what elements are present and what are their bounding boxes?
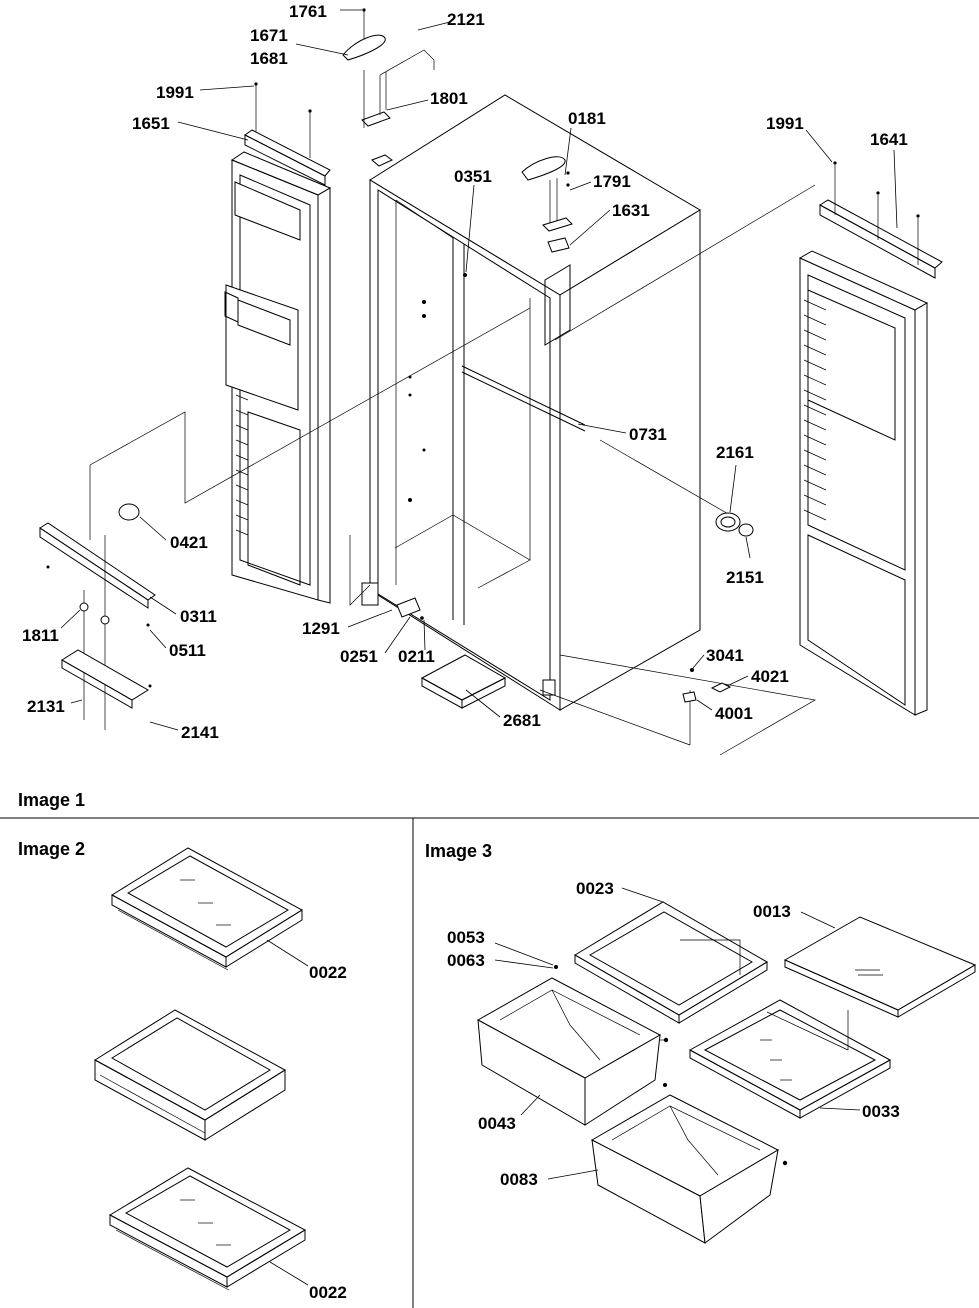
image1-leaders [60,9,898,731]
label-1761: 1761 [289,2,327,21]
label-0731: 0731 [629,425,667,444]
crisper-cover [574,901,768,1024]
label-0022-bottom: 0022 [309,1283,347,1302]
label-0053: 0053 [447,928,485,947]
image1-drawing: 1761 2121 1671 1681 1991 1801 1651 0181 … [22,2,943,756]
label-2131: 2131 [27,697,65,716]
label-0351: 0351 [454,167,492,186]
panel-frame [0,817,979,1308]
label-1801: 1801 [430,89,468,108]
image3-leaders [494,887,861,1180]
label-0033: 0033 [862,1102,900,1121]
label-0063: 0063 [447,951,485,970]
image2-leaders [266,939,309,1286]
small-parts [39,503,754,730]
label-1681: 1681 [250,49,288,68]
label-0511: 0511 [169,641,206,660]
fresh-food-door [798,161,943,716]
image3-drawing: 0023 0013 0053 0063 0043 0033 0083 [447,879,977,1244]
label-1641: 1641 [870,130,908,149]
shelf-middle [94,1009,286,1141]
freezer-door [224,82,332,604]
label-1631: 1631 [612,201,650,220]
label-0023: 0023 [576,879,614,898]
glass-shelf [783,916,977,1018]
label-0211: 0211 [398,647,435,666]
label-1671: 1671 [250,26,288,45]
label-1811: 1811 [22,626,59,645]
label-0251: 0251 [340,647,378,666]
label-2141: 2141 [181,723,219,742]
label-1991-right: 1991 [766,114,804,133]
label-2161: 2161 [716,443,754,462]
assembly-lines [89,184,817,756]
section-image1: Image 1 [18,790,85,810]
label-0043: 0043 [478,1114,516,1133]
label-2681: 2681 [503,711,541,730]
shelf-top [111,847,303,971]
label-0181: 0181 [568,109,606,128]
shelf-bottom [108,1167,307,1291]
section-image2: Image 2 [18,839,85,859]
crisper-drawer-right [590,1094,780,1244]
label-3041: 3041 [706,646,744,665]
label-1991-left: 1991 [156,83,194,102]
label-4001: 4001 [715,704,753,723]
section-image3: Image 3 [425,841,492,861]
label-0022-top: 0022 [309,963,347,982]
label-2151: 2151 [726,568,764,587]
label-4021: 4021 [751,667,789,686]
label-0421: 0421 [170,533,208,552]
label-2121: 2121 [447,10,485,29]
crisper-cover-right [688,999,892,1119]
label-0013: 0013 [753,902,791,921]
label-0311: 0311 [180,607,217,626]
crisper-drawer-left [476,977,662,1126]
label-0083: 0083 [500,1170,538,1189]
label-1651: 1651 [132,114,170,133]
cabinet [342,8,701,711]
image2-drawing: 0022 0022 [94,847,347,1302]
label-1291: 1291 [302,619,340,638]
label-1791: 1791 [593,172,631,191]
